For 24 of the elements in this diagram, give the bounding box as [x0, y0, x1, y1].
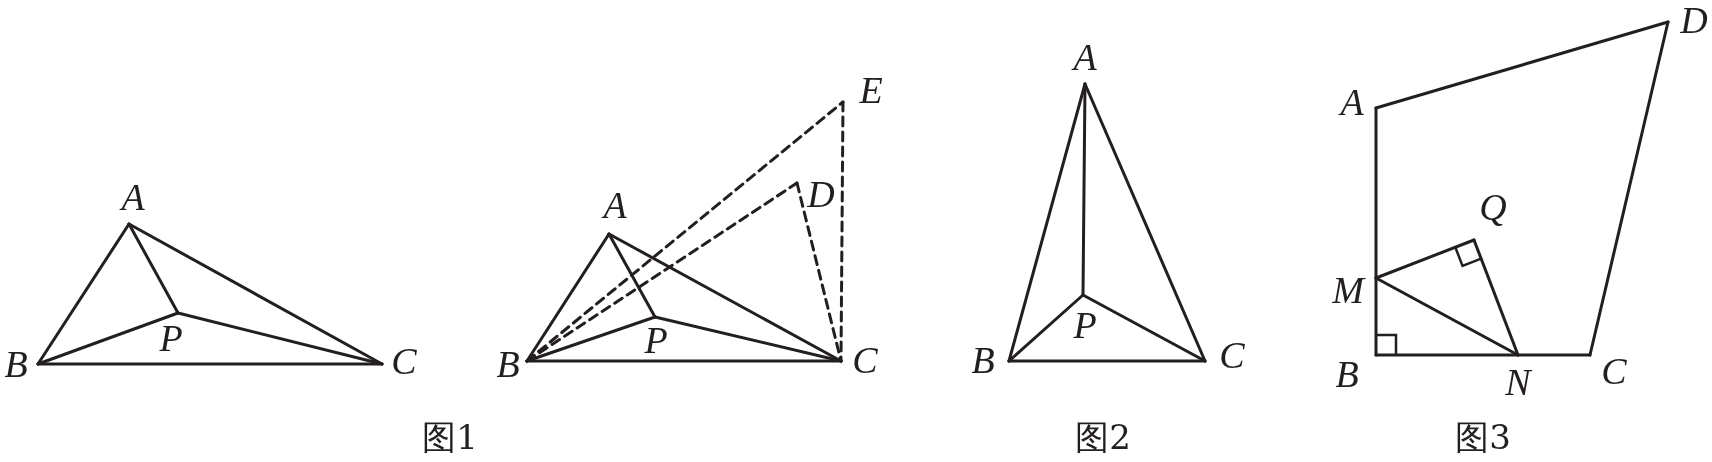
- point-label: A: [121, 178, 145, 216]
- point-label: B: [1335, 355, 1359, 393]
- point-label: B: [496, 345, 520, 383]
- point-label: E: [859, 71, 883, 109]
- point-label: P: [159, 319, 183, 357]
- point-label: B: [4, 345, 28, 383]
- point-label: A: [1340, 83, 1364, 121]
- point-label: C: [1219, 336, 1245, 374]
- point-label: C: [391, 342, 417, 380]
- point-label: D: [1680, 1, 1708, 39]
- point-label: D: [807, 175, 835, 213]
- point-label: P: [644, 321, 668, 359]
- point-label: C: [1601, 352, 1627, 390]
- point-label: A: [603, 186, 627, 224]
- point-label: C: [852, 341, 878, 379]
- point-label: Q: [1479, 188, 1507, 226]
- point-label: B: [971, 341, 995, 379]
- figure-caption: 图2: [1075, 420, 1131, 454]
- point-label: N: [1505, 363, 1531, 401]
- point-label: P: [1073, 306, 1097, 344]
- point-label: A: [1073, 38, 1097, 76]
- point-label: M: [1332, 271, 1364, 309]
- figure-caption: 图3: [1455, 420, 1511, 454]
- figure-caption: 图1: [422, 420, 478, 454]
